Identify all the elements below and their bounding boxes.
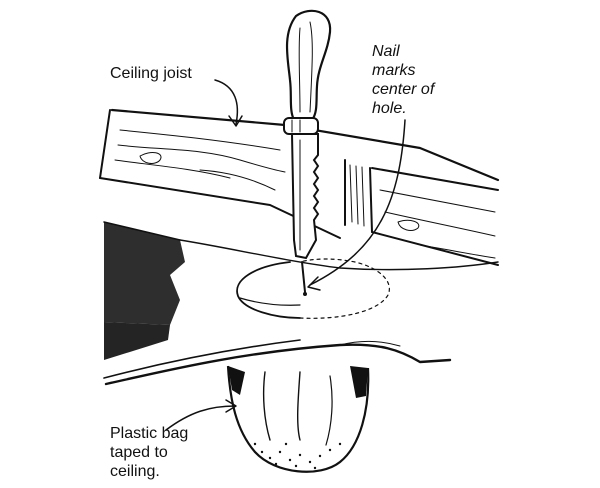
plastic-bag [226, 365, 370, 473]
left-wall-shadow [103, 221, 185, 360]
keyhole-saw [283, 9, 332, 260]
ceiling-joist [99, 108, 500, 266]
ceiling-drywall [103, 239, 499, 386]
ceiling-joist-label: Ceiling joist [110, 65, 192, 82]
plastic-bag-label: Plastic bag taped to ceiling. [110, 425, 189, 480]
label-leaders [165, 79, 406, 431]
nail [301, 261, 307, 296]
hole-outline [236, 258, 390, 319]
nail-note-label: Nail marks center of hole. [372, 43, 435, 117]
